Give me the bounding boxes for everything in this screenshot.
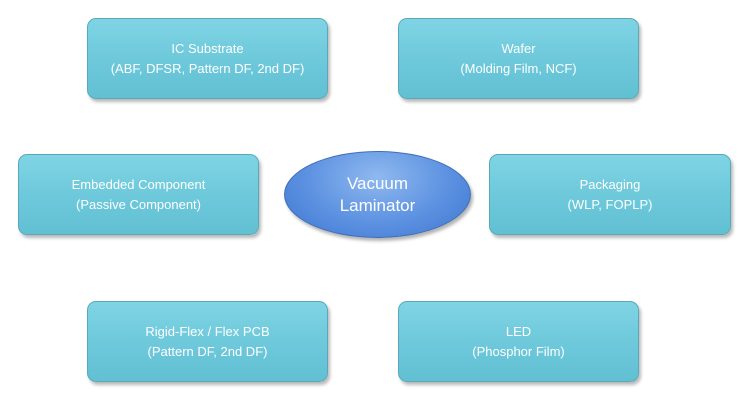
- center-line-2: Laminator: [339, 195, 416, 215]
- node-title: Embedded Component: [71, 176, 206, 192]
- node-title: LED: [505, 323, 532, 339]
- node-wafer: Wafer (Molding Film, NCF): [398, 18, 639, 99]
- node-detail: (ABF, DFSR, Pattern DF, 2nd DF): [110, 60, 305, 76]
- node-detail: (WLP, FOPLP): [567, 196, 653, 212]
- node-led: LED (Phosphor Film): [398, 301, 639, 382]
- node-packaging: Packaging (WLP, FOPLP): [489, 154, 731, 235]
- center-node-vacuum-laminator: Vacuum Laminator: [284, 151, 471, 238]
- node-embedded-component: Embedded Component (Passive Component): [18, 154, 259, 235]
- center-line-1: Vacuum: [346, 173, 409, 193]
- node-title: IC Substrate: [171, 40, 244, 56]
- node-detail: (Phosphor Film): [472, 343, 565, 359]
- node-detail: (Pattern DF, 2nd DF): [147, 343, 268, 359]
- node-ic-substrate: IC Substrate (ABF, DFSR, Pattern DF, 2nd…: [87, 18, 328, 99]
- node-detail: (Molding Film, NCF): [460, 60, 577, 76]
- node-title: Wafer: [501, 40, 536, 56]
- node-rigid-flex-pcb: Rigid-Flex / Flex PCB (Pattern DF, 2nd D…: [87, 301, 328, 382]
- node-title: Packaging: [579, 176, 641, 192]
- node-detail: (Passive Component): [76, 196, 201, 212]
- node-title: Rigid-Flex / Flex PCB: [145, 323, 270, 339]
